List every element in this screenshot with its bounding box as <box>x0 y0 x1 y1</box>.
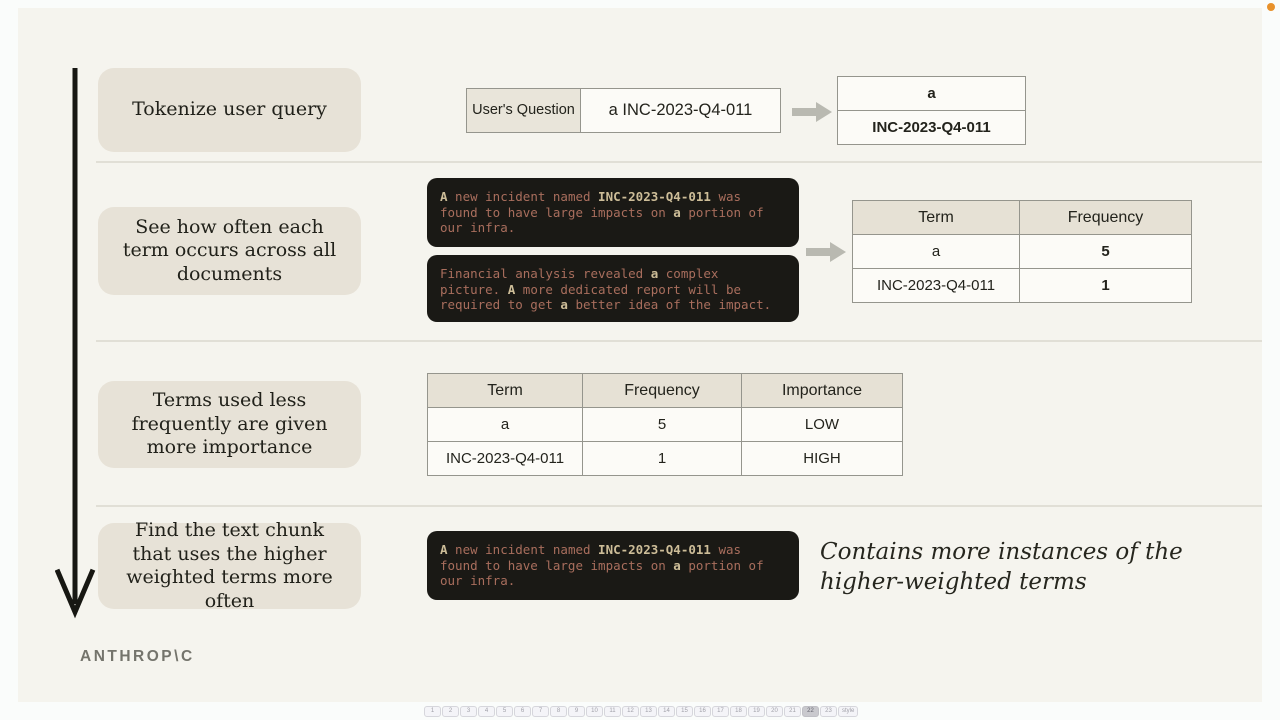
token-cell: a <box>837 76 1026 111</box>
document-chunk-1: A new incident named INC-2023-Q4-011 was… <box>427 178 799 247</box>
user-question-table: User's Question a INC-2023-Q4-011 <box>466 88 781 133</box>
step-label-term-frequency: See how often each term occurs across al… <box>98 207 361 295</box>
slide-nav-page-22[interactable]: 22 <box>802 706 819 717</box>
slide-nav-page-19[interactable]: 19 <box>748 706 765 717</box>
importance-table-header: Term <box>427 373 583 408</box>
importance-table-header: Frequency <box>582 373 742 408</box>
document-chunk-2: Financial analysis revealed a complex pi… <box>427 255 799 322</box>
slide-nav-page-3[interactable]: 3 <box>460 706 477 717</box>
slide-nav-page-13[interactable]: 13 <box>640 706 657 717</box>
step-label-tokenize: Tokenize user query <box>98 68 361 152</box>
step-label-find-chunk: Find the text chunk that uses the higher… <box>98 519 361 612</box>
anthropic-logo: ANTHROP\C <box>80 648 195 665</box>
term-cell: INC-2023-Q4-011 <box>852 268 1020 303</box>
slide-nav-page-14[interactable]: 14 <box>658 706 675 717</box>
slide-nav-page-20[interactable]: 20 <box>766 706 783 717</box>
slide-nav-page-15[interactable]: 15 <box>676 706 693 717</box>
slide-nav-page-8[interactable]: 8 <box>550 706 567 717</box>
token-cell: INC-2023-Q4-011 <box>837 110 1026 145</box>
matched-document-chunk: A new incident named INC-2023-Q4-011 was… <box>427 531 799 600</box>
slide-nav-page-17[interactable]: 17 <box>712 706 729 717</box>
frequency-cell: 1 <box>1019 268 1192 303</box>
importance-cell: LOW <box>741 407 903 442</box>
importance-table-header: Importance <box>741 373 903 408</box>
table-row: a 5 <box>852 234 1192 269</box>
slide-nav-page-23[interactable]: 23 <box>820 706 837 717</box>
term-cell: INC-2023-Q4-011 <box>427 441 583 476</box>
slide-nav-page-12[interactable]: 12 <box>622 706 639 717</box>
slide-nav-page-5[interactable]: 5 <box>496 706 513 717</box>
slide-nav-page-18[interactable]: 18 <box>730 706 747 717</box>
table-row: INC-2023-Q4-011 1 HIGH <box>427 441 903 476</box>
step-label-importance: Terms used less frequently are given mor… <box>98 381 361 468</box>
importance-table: Term Frequency Importance a 5 LOW INC-20… <box>427 373 903 476</box>
frequency-cell: 5 <box>1019 234 1192 269</box>
slide-nav-page-6[interactable]: 6 <box>514 706 531 717</box>
right-arrow-icon <box>792 102 832 122</box>
right-arrow-icon <box>806 242 846 262</box>
frequency-table-header: Frequency <box>1019 200 1192 235</box>
recording-indicator-dot <box>1267 3 1275 11</box>
section-divider <box>96 505 1262 507</box>
slide-nav-page-2[interactable]: 2 <box>442 706 459 717</box>
term-cell: a <box>852 234 1020 269</box>
table-row: a 5 LOW <box>427 407 903 442</box>
frequency-cell: 1 <box>582 441 742 476</box>
slide-nav-style-button[interactable]: style <box>838 706 859 717</box>
result-caption: Contains more instances of the higher-we… <box>820 539 1183 595</box>
section-divider <box>96 340 1262 342</box>
slide-nav-page-4[interactable]: 4 <box>478 706 495 717</box>
table-row: INC-2023-Q4-011 1 <box>852 268 1192 303</box>
frequency-table-header: Term <box>852 200 1020 235</box>
frequency-table: Term Frequency a 5 INC-2023-Q4-011 1 <box>852 200 1192 303</box>
term-cell: a <box>427 407 583 442</box>
user-question-label: User's Question <box>466 88 581 133</box>
user-question-value: a INC-2023-Q4-011 <box>580 88 781 133</box>
slide-nav-page-9[interactable]: 9 <box>568 706 585 717</box>
slide-nav-page-16[interactable]: 16 <box>694 706 711 717</box>
slide-nav-page-10[interactable]: 10 <box>586 706 603 717</box>
importance-cell: HIGH <box>741 441 903 476</box>
frequency-cell: 5 <box>582 407 742 442</box>
down-flow-arrow <box>55 68 96 619</box>
presentation-slide: Tokenize user query See how often each t… <box>18 8 1262 702</box>
slide-nav-page-1[interactable]: 1 <box>424 706 441 717</box>
section-divider <box>96 161 1262 163</box>
slide-nav-page-7[interactable]: 7 <box>532 706 549 717</box>
token-table: a INC-2023-Q4-011 <box>837 76 1026 145</box>
slide-nav-page-21[interactable]: 21 <box>784 706 801 717</box>
slide-nav-page-11[interactable]: 11 <box>604 706 621 717</box>
